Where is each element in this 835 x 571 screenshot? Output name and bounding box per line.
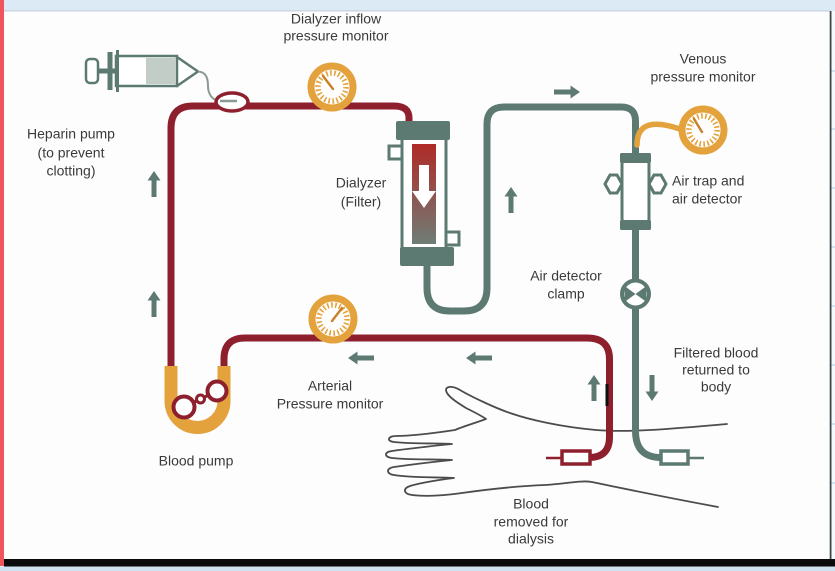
right-margin-rules [831, 70, 835, 484]
bottom-blue-strip [0, 566, 835, 571]
label-blood-pump: Blood pump [159, 453, 234, 469]
label-line: pressure monitor [283, 28, 388, 44]
label-line: Arterial [308, 378, 352, 394]
label-line: Venous [680, 51, 727, 67]
flow-arrow-down-icon [645, 375, 659, 401]
heparin-syringe [84, 50, 219, 102]
patient-arm-outline [385, 386, 728, 508]
label-filtered-blood: Filtered blood returned to body [674, 345, 759, 395]
label-line: air detector [672, 191, 742, 207]
arterial-needle-connector [546, 449, 592, 466]
label-line: body [701, 379, 731, 395]
top-band-edge [4, 10, 830, 12]
label-blood-removed: Blood removed for dialysis [494, 496, 569, 547]
flow-arrow-up-icon [147, 171, 161, 197]
label-line: Dialyzer [336, 175, 387, 191]
label-dialyzer-inflow-monitor: Dialyzer inflow pressure monitor [283, 11, 388, 44]
label-line: Air trap and [672, 173, 744, 189]
label-heparin-pump: Heparin pump (to prevent clotting) [27, 126, 115, 179]
venous-tube-dialyzer-to-airtrap [423, 103, 639, 315]
label-line: pressure monitor [650, 69, 755, 85]
right-border-line [829, 11, 832, 559]
arterial-return-tube [220, 334, 613, 461]
arterial-tube-left-loop [167, 102, 413, 368]
pump-roller-icon [171, 394, 197, 420]
flow-arrow-left-icon [348, 351, 374, 365]
syringe-plunger-fill [146, 58, 175, 84]
label-line: (Filter) [341, 194, 381, 210]
dialyzer-inflow-gauge-icon [311, 66, 353, 108]
venous-gauge-link [634, 121, 683, 148]
label-line: removed for [494, 514, 569, 530]
air-detector-clamp-valve [620, 278, 651, 310]
label-air-trap: Air trap and air detector [672, 173, 744, 207]
blood-pump [164, 366, 231, 434]
bottom-black-bar [4, 559, 835, 567]
flow-arrow-up-icon [587, 375, 601, 401]
label-arterial-monitor: Arterial Pressure monitor [277, 378, 384, 412]
label-line: Blood [513, 496, 549, 512]
top-band [0, 0, 835, 11]
flow-arrow-up-icon [504, 187, 518, 213]
label-line: Dialyzer inflow [291, 11, 382, 27]
label-line: returned to [682, 362, 750, 378]
label-line: dialysis [508, 531, 554, 547]
air-trap-detector [603, 153, 668, 230]
venous-tube-clamp-to-needle [632, 306, 662, 461]
right-margin [831, 11, 835, 559]
label-venous-monitor: Venous pressure monitor [650, 51, 755, 85]
label-line: clamp [547, 286, 585, 302]
label-line: Air detector [530, 268, 602, 284]
left-red-stripe [0, 0, 4, 566]
dialyzer-filter [387, 121, 461, 266]
label-dialyzer: Dialyzer (Filter) [336, 175, 387, 210]
dialyzer-flow-arrow-icon [412, 165, 436, 208]
label-line: Pressure monitor [277, 396, 384, 412]
label-line: clotting) [46, 163, 95, 179]
flow-arrow-right-icon [554, 85, 580, 99]
label-line: Blood pump [159, 453, 234, 469]
venous-needle-connector [659, 449, 704, 466]
arterial-pressure-gauge-icon [312, 298, 354, 340]
label-line: Heparin pump [27, 126, 115, 142]
pump-axle-icon [195, 393, 206, 405]
injection-port [214, 91, 250, 113]
label-line: Filtered blood [674, 345, 759, 361]
text-cursor-artifact [605, 384, 609, 406]
pump-roller-icon [205, 379, 229, 403]
flow-arrow-left-icon [466, 351, 492, 365]
flow-arrow-up-icon [147, 291, 161, 317]
label-air-detector-clamp: Air detector clamp [530, 268, 602, 302]
label-line: (to prevent [38, 145, 105, 161]
venous-pressure-gauge-icon [682, 109, 724, 151]
